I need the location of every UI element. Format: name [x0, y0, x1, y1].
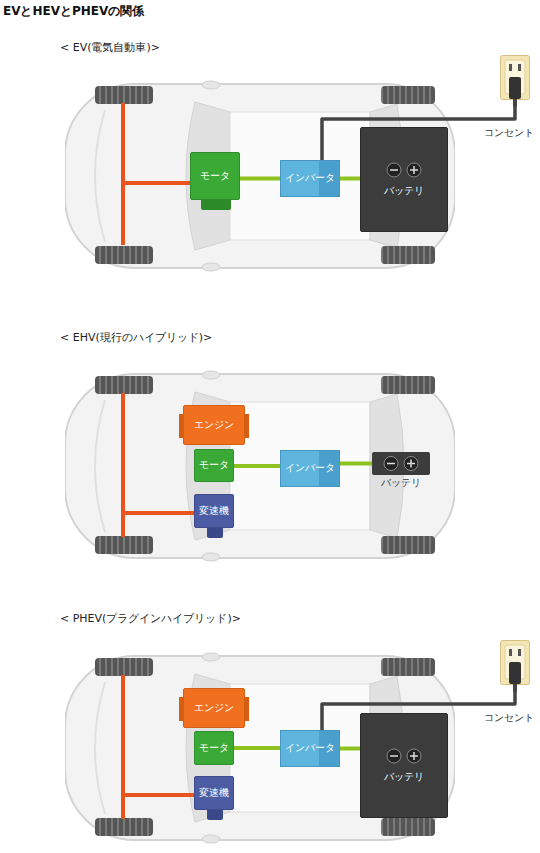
- node-text: コンセント: [484, 712, 534, 725]
- power-line: [234, 746, 280, 750]
- motor-box: モータ: [194, 731, 234, 765]
- battery-terminals: [379, 161, 429, 179]
- outlet-slot: [518, 64, 521, 71]
- node-text: モータ: [200, 170, 230, 183]
- power-line: [340, 177, 360, 181]
- terminal-signs: [387, 460, 415, 468]
- trans-box: 変速機: [194, 776, 234, 810]
- node-text: エンジン: [194, 419, 234, 432]
- section-heading: < EV(電気自動車)>: [60, 40, 160, 55]
- engine-fin: [179, 414, 184, 438]
- inv-box: インバータ: [280, 730, 340, 767]
- terminal-signs: [390, 752, 418, 760]
- section-heading: < PHEV(プラグインハイブリッド)>: [60, 611, 241, 626]
- inv-box: インバータ: [280, 450, 340, 487]
- outlet-slot: [509, 64, 512, 71]
- node-text: モータ: [199, 459, 229, 472]
- ev-car-body: [65, 81, 455, 271]
- diagram-title: EVとHEVとPHEVの関係: [3, 3, 144, 20]
- plug-neck: [513, 99, 517, 107]
- plug: [509, 662, 521, 684]
- power-line: [340, 462, 372, 466]
- engine-fin: [244, 697, 249, 721]
- housing-nub: [207, 528, 223, 538]
- battery-box: バッテリ: [372, 452, 430, 490]
- node-text: エンジン: [194, 702, 234, 715]
- engine-fin: [179, 697, 184, 721]
- section-heading: < EHV(現行のハイブリッド)>: [60, 330, 212, 345]
- outlet-icon: [500, 55, 530, 107]
- battery-box: バッテリ: [360, 713, 448, 818]
- hev-car-body: [65, 371, 455, 561]
- outlet-icon: [500, 640, 530, 692]
- outlet-plate: [501, 641, 530, 685]
- node-text: 変速機: [199, 787, 229, 800]
- phev-car-body: [65, 653, 455, 843]
- ev-drive-shaft: [123, 103, 192, 245]
- node-text: インバータ: [285, 742, 335, 755]
- plug: [509, 77, 521, 99]
- outlet-node: コンセント: [482, 640, 534, 725]
- power-line: [240, 177, 280, 181]
- trans-box: 変速機: [194, 494, 234, 528]
- node-text: バッテリ: [381, 477, 421, 490]
- battery-terminals: [379, 747, 429, 765]
- outlet-slot: [518, 649, 521, 656]
- engine-box: エンジン: [183, 688, 245, 728]
- engine-box: エンジン: [183, 405, 245, 445]
- node-text: バッテリ: [384, 185, 424, 198]
- power-line: [234, 464, 280, 468]
- outlet-node: コンセント: [482, 55, 534, 140]
- outlet-slot: [509, 649, 512, 656]
- motor-box: モータ: [190, 152, 240, 200]
- outlet-plate: [501, 56, 530, 100]
- battery-body: [372, 452, 430, 475]
- power-line: [340, 747, 360, 751]
- housing-nub: [207, 810, 223, 820]
- node-text: インバータ: [285, 172, 335, 185]
- inv-box: インバータ: [280, 160, 340, 197]
- node-text: インバータ: [285, 462, 335, 475]
- node-text: 変速機: [199, 505, 229, 518]
- motor-box: モータ: [194, 449, 234, 482]
- housing-nub: [201, 200, 231, 210]
- engine-fin: [244, 414, 249, 438]
- plug-neck: [513, 684, 517, 692]
- terminal-signs: [390, 166, 418, 174]
- battery-terminals: [372, 452, 430, 475]
- node-text: バッテリ: [384, 771, 424, 784]
- battery-box: バッテリ: [360, 127, 448, 232]
- node-text: モータ: [199, 742, 229, 755]
- node-text: コンセント: [484, 127, 534, 140]
